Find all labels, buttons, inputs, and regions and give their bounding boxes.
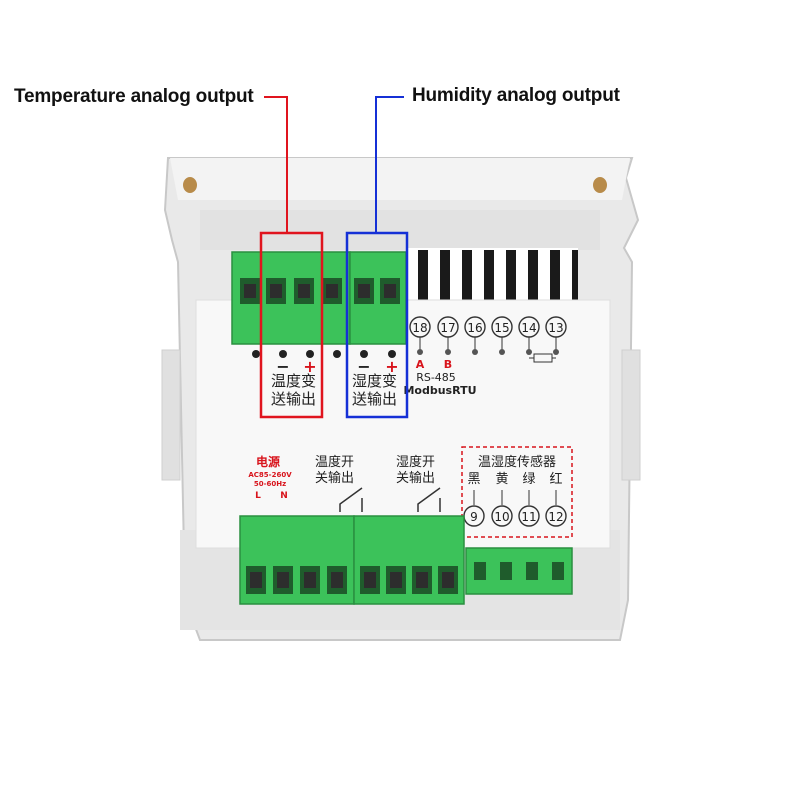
- hum-switch-label-line1: 湿度开: [396, 454, 435, 470]
- rs485-label: RS-485: [416, 371, 456, 384]
- mounting-screw: [593, 177, 607, 193]
- bottom-terminal-block-left: [239, 515, 355, 605]
- hum-output-label-line1: 湿度变: [352, 372, 397, 390]
- power-spec-frequency: 50-60Hz: [254, 480, 286, 488]
- sensor-title: 温湿度传感器: [478, 454, 556, 470]
- relay-switch-symbols: [339, 487, 441, 512]
- sensor-wire-yellow: 黄: [495, 472, 508, 487]
- rs485-terminal-15: 15: [494, 321, 509, 335]
- power-n-label: N: [280, 491, 288, 501]
- power-l-label: L: [255, 491, 261, 501]
- sensor-wire-green: 绿: [522, 472, 535, 487]
- top-terminal-block-right: [349, 251, 407, 345]
- hum-output-label-line2: 送输出: [352, 390, 397, 408]
- rs485-terminal-17: 17: [440, 321, 455, 335]
- top-terminal-block-left: [231, 251, 351, 345]
- sensor-wire-black: 黑: [467, 472, 480, 487]
- rs485-a-label: A: [416, 358, 425, 371]
- temperature-analog-output-label: Temperature analog output: [14, 86, 254, 107]
- sensor-terminal-10: 10: [494, 510, 509, 524]
- bottom-terminal-block-middle: [353, 515, 465, 605]
- hum-plus-sign: +: [385, 357, 398, 376]
- modbus-label: ModbusRTU: [403, 384, 476, 397]
- sensor-terminal-12: 12: [548, 510, 563, 524]
- sensor-wire-red: 红: [549, 471, 562, 487]
- rs485-terminals: 18 17 16 15 14 13: [409, 316, 567, 363]
- sensor-box: [461, 446, 573, 538]
- sensor-terminal-9: 9: [470, 510, 478, 524]
- bottom-terminal-block-sensor: [465, 547, 573, 595]
- rs485-terminal-13: 13: [548, 321, 563, 335]
- temp-switch-label-line2: 关输出: [315, 470, 354, 486]
- mounting-screw: [183, 177, 197, 193]
- temp-output-label-line1: 温度变: [271, 372, 316, 390]
- temperature-callout: [259, 96, 324, 419]
- humidity-analog-output-label: Humidity analog output: [412, 85, 620, 106]
- temp-plus-sign: +: [303, 357, 316, 376]
- power-spec-voltage: AC85-260V: [248, 471, 292, 479]
- rs485-b-label: B: [444, 358, 452, 371]
- humidity-callout: [345, 96, 409, 419]
- vent-slots: [408, 248, 578, 304]
- hum-minus-sign: −: [357, 357, 370, 376]
- sensor-terminal-11: 11: [521, 510, 536, 524]
- temp-switch-label-line1: 温度开: [315, 454, 354, 470]
- temp-output-label-line2: 送输出: [271, 390, 316, 408]
- rs485-terminal-14: 14: [521, 321, 536, 335]
- temp-minus-sign: −: [276, 357, 289, 376]
- power-title: 电源: [256, 454, 280, 469]
- top-pin-dots: [252, 350, 396, 358]
- hum-switch-label-line2: 关输出: [396, 470, 435, 486]
- rs485-terminal-18: 18: [412, 321, 427, 335]
- rs485-terminal-16: 16: [467, 321, 482, 335]
